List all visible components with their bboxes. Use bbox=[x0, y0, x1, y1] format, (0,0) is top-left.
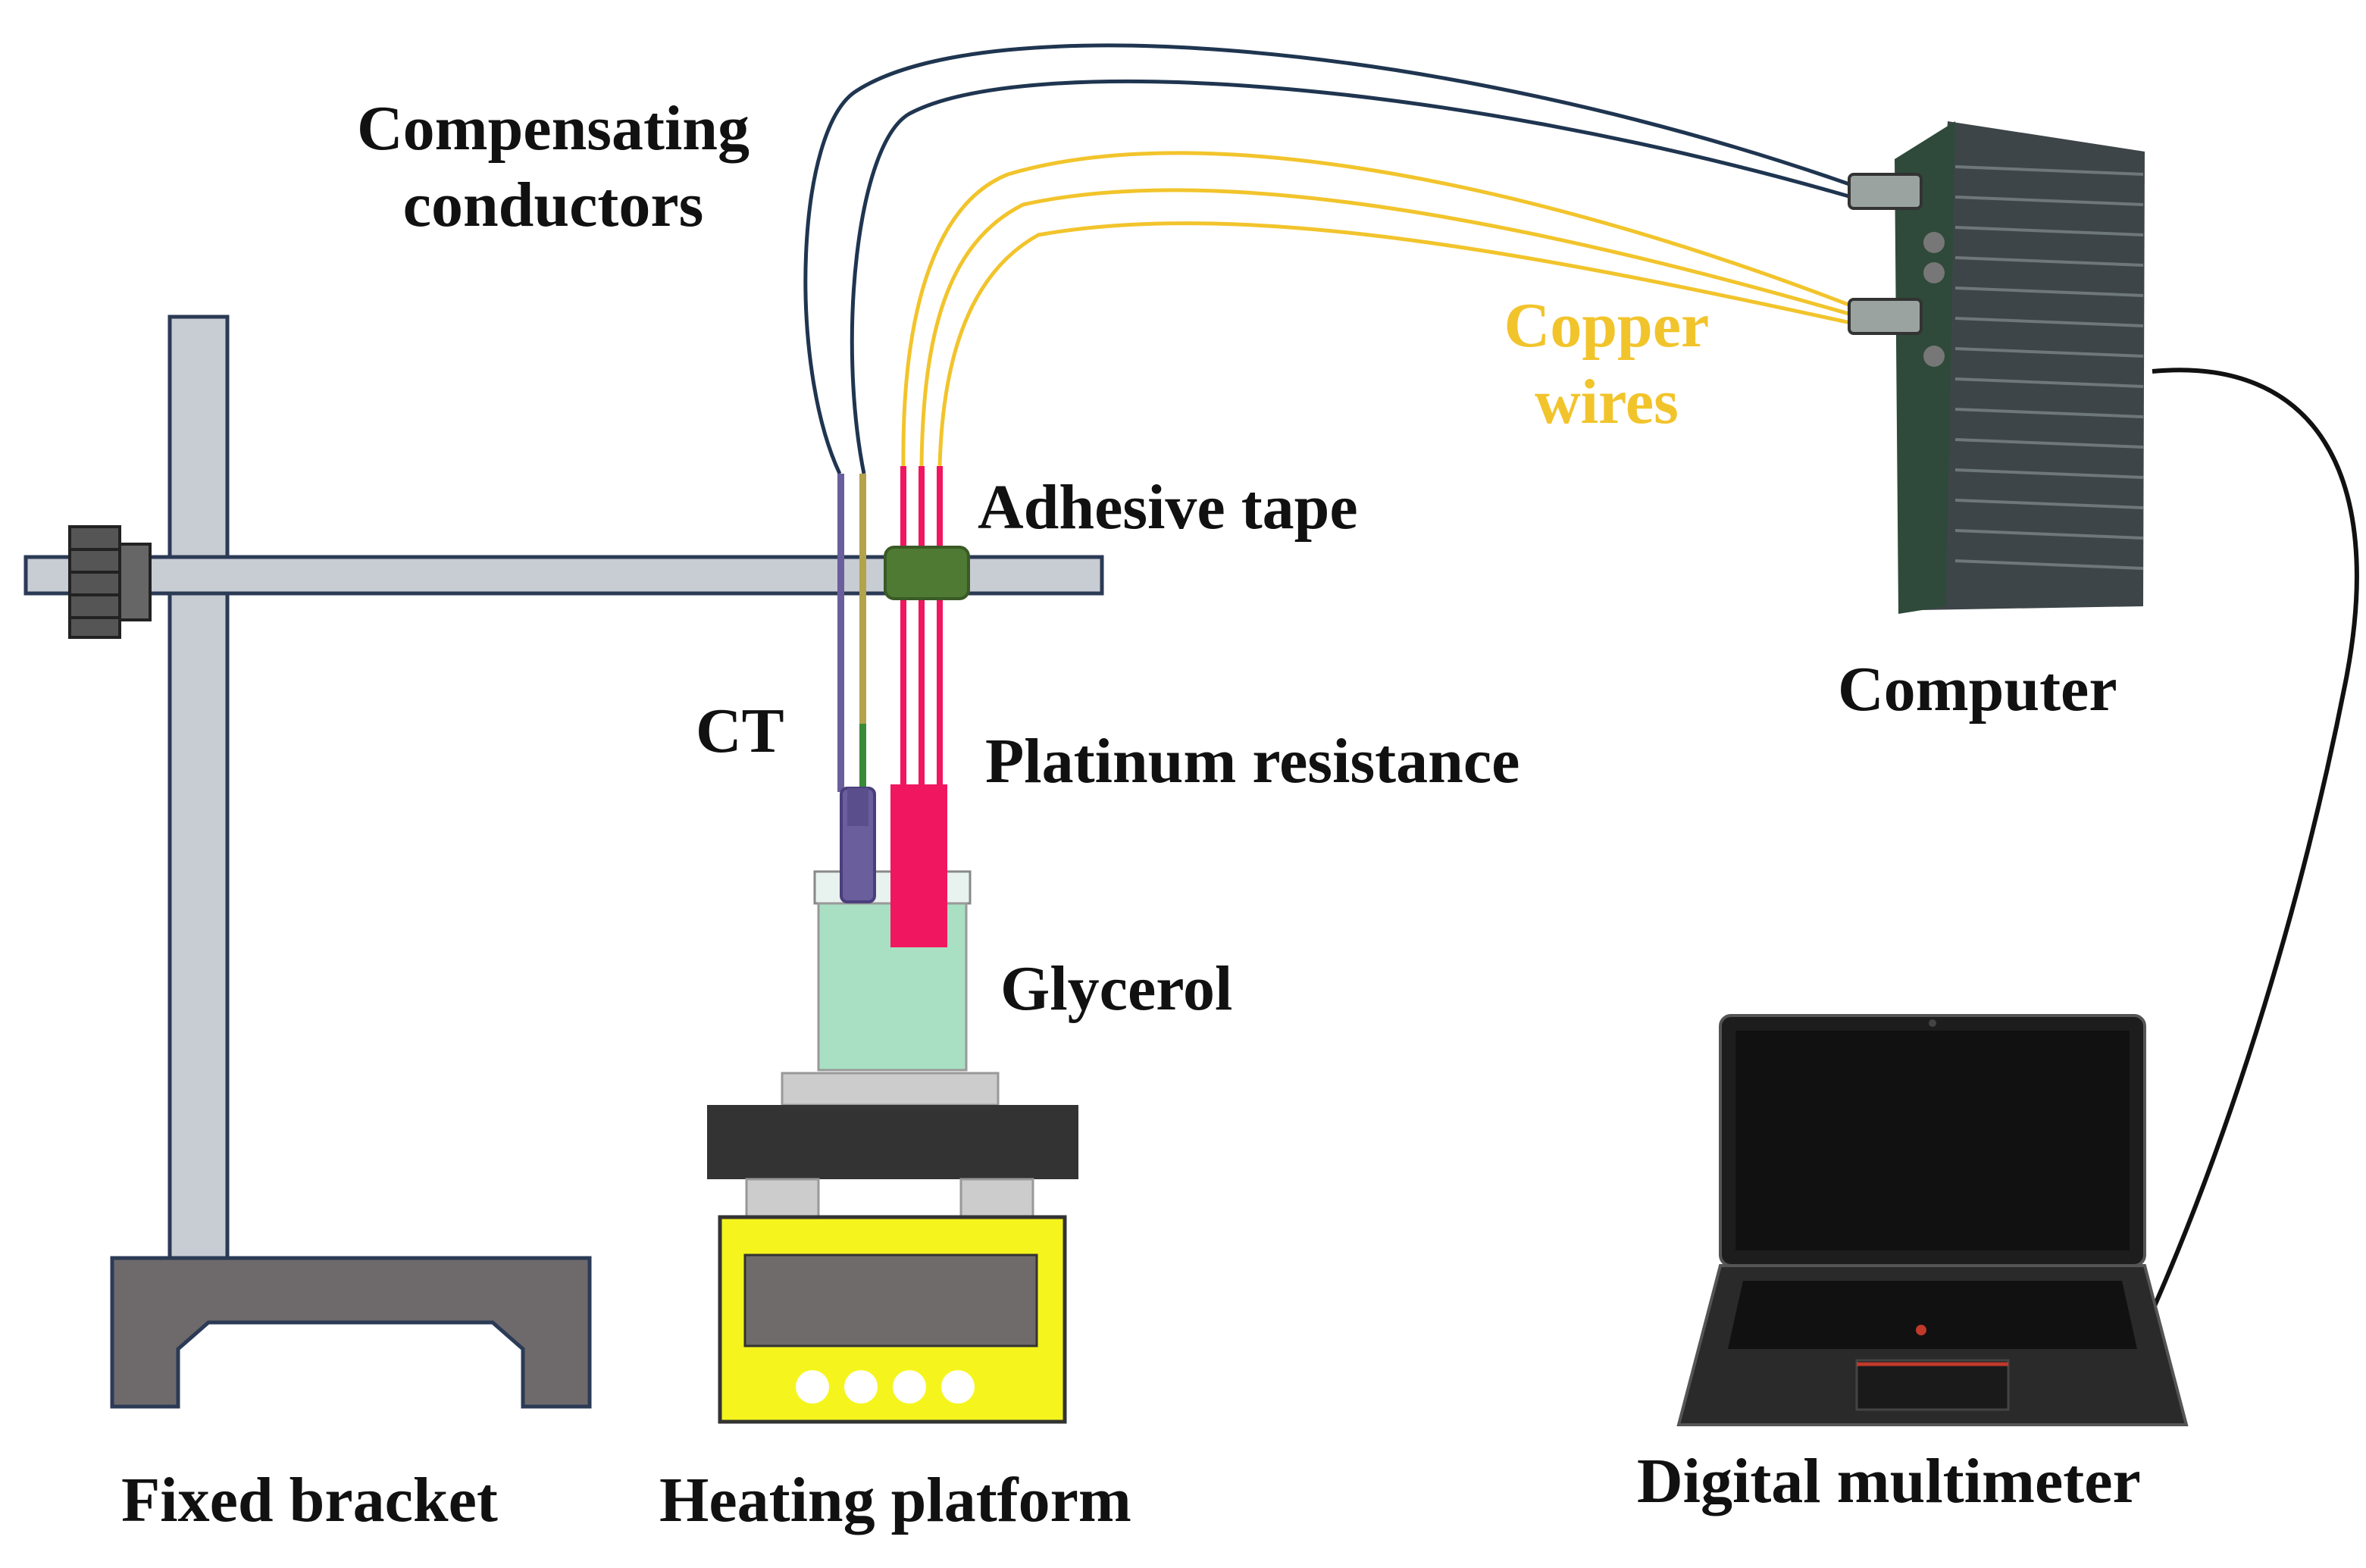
adhesive-tape bbox=[884, 546, 970, 600]
label-compensating-line1: Compensating bbox=[356, 93, 750, 164]
label-platinum-resistance: Platinum resistance bbox=[985, 726, 1520, 797]
label-copper-wires: Copper wires bbox=[1455, 288, 1758, 441]
heater-leg-left bbox=[745, 1178, 820, 1219]
ct-lead-purple bbox=[837, 474, 844, 792]
label-digital-multimeter: Digital multimeter bbox=[1637, 1446, 2141, 1516]
label-heating-platform: Heating platform bbox=[659, 1465, 1131, 1535]
platform-top-plate bbox=[781, 1072, 1000, 1106]
copper-wire-2 bbox=[919, 188, 1865, 467]
connector-bottom bbox=[1848, 298, 1923, 335]
multimeter-cable bbox=[2150, 368, 2359, 1313]
label-glycerol: Glycerol bbox=[1000, 953, 1233, 1024]
heater-button-icon bbox=[796, 1370, 975, 1404]
label-copper-line2: wires bbox=[1535, 366, 1679, 437]
heating-platform bbox=[707, 1072, 1078, 1424]
connector-top bbox=[1848, 173, 1923, 210]
copper-wire-1 bbox=[901, 151, 1865, 467]
heater-leg-right bbox=[959, 1178, 1034, 1219]
copper-wire-3 bbox=[937, 221, 1865, 467]
compensating-wire-1 bbox=[803, 43, 1865, 475]
fixed-bracket bbox=[23, 315, 1104, 1409]
compensating-conductors bbox=[803, 43, 1865, 475]
label-adhesive-tape: Adhesive tape bbox=[978, 472, 1358, 543]
copper-wires bbox=[901, 151, 1865, 467]
platinum-leads bbox=[900, 466, 943, 784]
label-copper-line1: Copper bbox=[1504, 290, 1710, 361]
laptop-icon bbox=[1676, 1014, 2189, 1426]
label-compensating-conductors: Compensating conductors bbox=[311, 91, 796, 244]
label-compensating-line2: conductors bbox=[402, 169, 704, 240]
label-computer: Computer bbox=[1838, 654, 2117, 725]
heater-display bbox=[743, 1253, 1038, 1347]
heater-plate bbox=[707, 1105, 1078, 1179]
ct-lead-green bbox=[859, 724, 866, 792]
computer-box-icon bbox=[1848, 121, 2145, 614]
platinum-probe bbox=[890, 784, 947, 947]
compensating-wire-2 bbox=[850, 79, 1865, 474]
knob-icon bbox=[68, 525, 152, 639]
bracket-base bbox=[110, 1256, 592, 1409]
label-ct: CT bbox=[696, 696, 784, 766]
ct-probe bbox=[840, 787, 876, 903]
ct-leads bbox=[837, 474, 866, 792]
bracket-pole bbox=[167, 315, 230, 1263]
ct-lead-olive bbox=[859, 474, 866, 724]
label-fixed-bracket: Fixed bracket bbox=[121, 1465, 498, 1535]
